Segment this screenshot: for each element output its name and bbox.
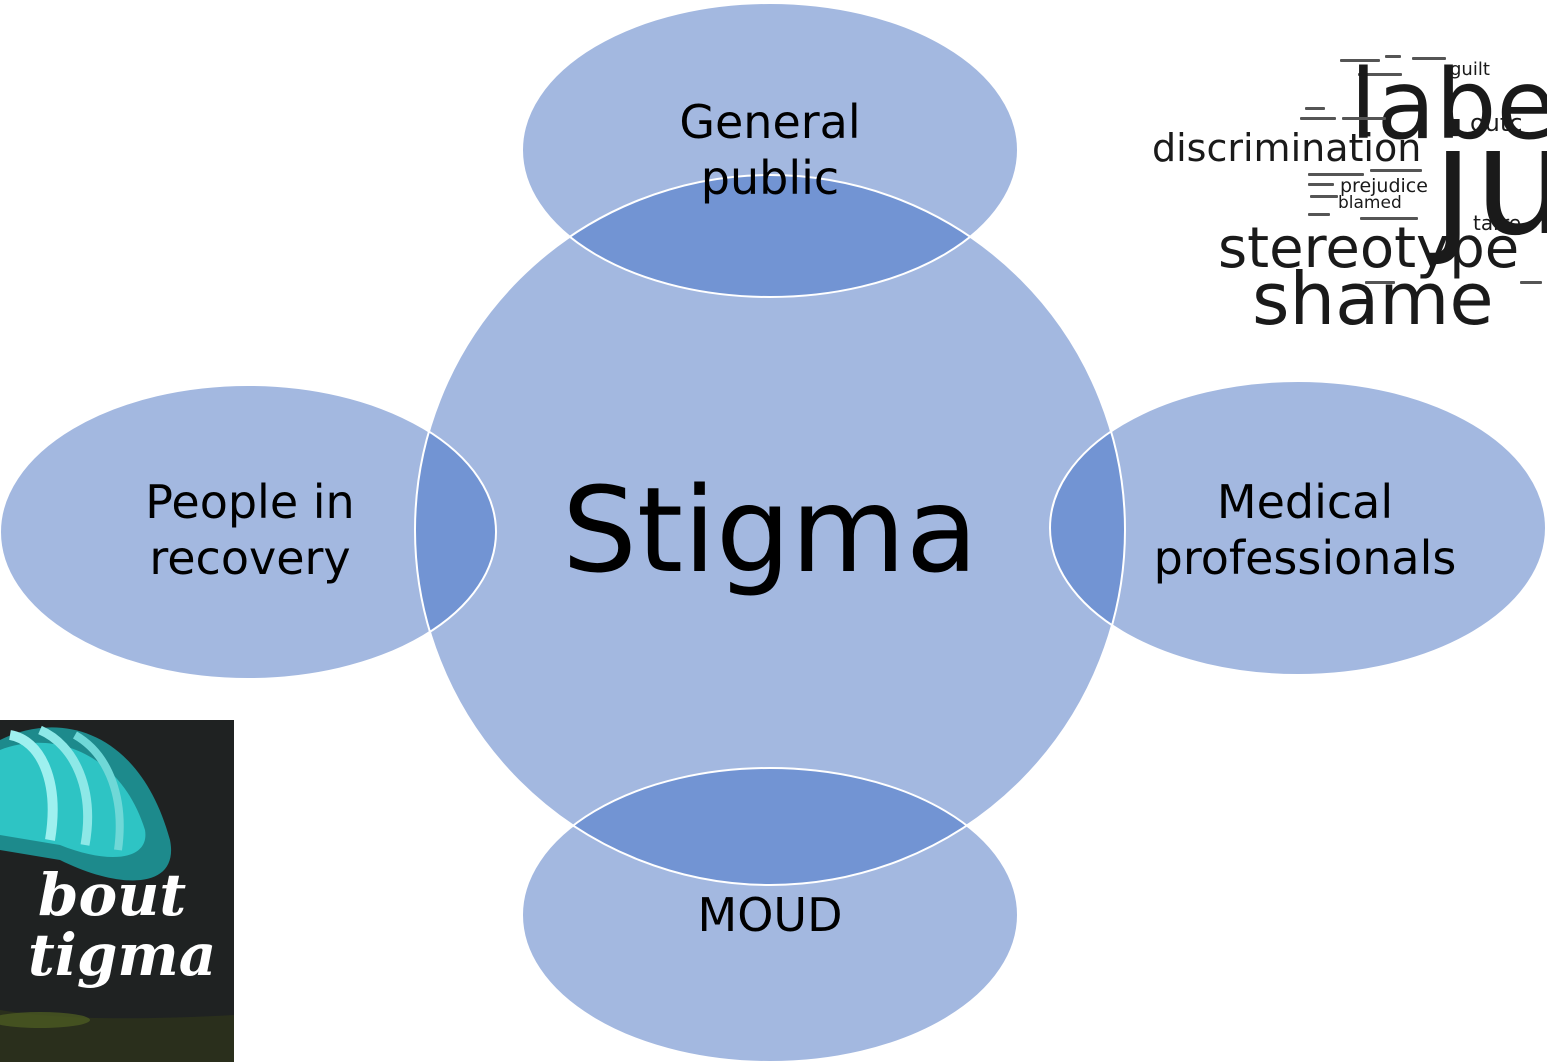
- node-label-people-in-recovery: People in recovery: [145, 474, 355, 585]
- word-guilt: guilt: [1450, 59, 1490, 80]
- overlap-bottom: [522, 768, 1018, 885]
- node-label-general-public: General public: [679, 94, 861, 205]
- word-tarred: tarre: [1473, 211, 1522, 235]
- word-judged: ju: [1432, 95, 1547, 269]
- word-stereotype: stereotype: [1218, 216, 1520, 281]
- word-blamed: blamed: [1338, 193, 1402, 213]
- word-prejudice: prejudice: [1340, 175, 1428, 197]
- overlap-top: [522, 175, 1018, 297]
- stigma-word-cloud-image: guilt labe outc discrimination ju prejud…: [1150, 45, 1547, 345]
- node-label-medical-professionals: Medical professionals: [1153, 474, 1457, 585]
- thumbnail-text-line1: bout: [38, 861, 187, 929]
- center-label-stigma: Stigma: [561, 461, 979, 599]
- node-label-moud: MOUD: [697, 887, 843, 942]
- word-shame: shame: [1252, 257, 1494, 341]
- word-label: labe: [1350, 49, 1547, 161]
- center-circle: [415, 175, 1125, 885]
- word-outcast: outc: [1470, 109, 1523, 137]
- thumbnail-text-line2: tigma: [28, 921, 217, 989]
- stigma-thumbnail-image: bout tigma: [0, 720, 234, 1062]
- word-discrimination: discrimination: [1152, 126, 1422, 170]
- node-left-ellipse: [0, 385, 496, 679]
- node-right-ellipse: [1050, 381, 1546, 675]
